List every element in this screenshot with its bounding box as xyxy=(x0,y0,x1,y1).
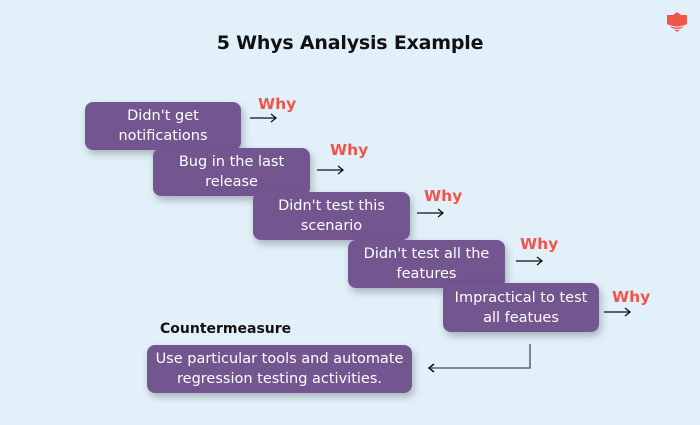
why-step-4: Didn't test all the features xyxy=(348,240,505,288)
step-2-line2: release xyxy=(205,174,258,190)
why-label-2: Why xyxy=(330,141,369,159)
why-step-2: Bug in the last release xyxy=(153,148,310,196)
step-4-line1: Didn't test all the xyxy=(363,246,490,262)
arrow-right-icon xyxy=(250,113,278,123)
arrow-right-icon xyxy=(604,307,632,317)
step-1-line2: notifications xyxy=(118,128,208,144)
step-3-line1: Didn't test this xyxy=(278,198,385,214)
countermeasure-line1: Use particular tools and automate xyxy=(155,351,404,367)
step-3-line2: scenario xyxy=(300,218,363,234)
why-step-3: Didn't test this scenario xyxy=(253,192,410,240)
why-step-5: Impractical to test all featues xyxy=(443,283,599,332)
step-1-line1: Didn't get xyxy=(127,108,199,124)
why-label-1: Why xyxy=(258,95,297,113)
page-title: 5 Whys Analysis Example xyxy=(216,32,484,54)
countermeasure-label: Countermeasure xyxy=(160,321,292,337)
step-5-line1: Impractical to test xyxy=(454,289,588,306)
arrow-right-icon xyxy=(317,165,345,175)
why-label-3: Why xyxy=(424,187,463,205)
countermeasure-box: Use particular tools and automate regress… xyxy=(147,345,412,393)
why-label-4: Why xyxy=(520,235,559,253)
brand-logo-icon xyxy=(667,12,687,32)
arrow-right-icon xyxy=(516,256,544,266)
why-label-5: Why xyxy=(612,288,651,306)
arrow-right-icon xyxy=(417,208,445,218)
step-2-line1: Bug in the last xyxy=(178,154,285,170)
why-step-1: Didn't get notifications xyxy=(85,102,241,150)
countermeasure-line2: regression testing activities. xyxy=(177,371,382,387)
step-4-line2: features xyxy=(396,266,457,282)
step-5-line2: all featues xyxy=(483,309,559,326)
